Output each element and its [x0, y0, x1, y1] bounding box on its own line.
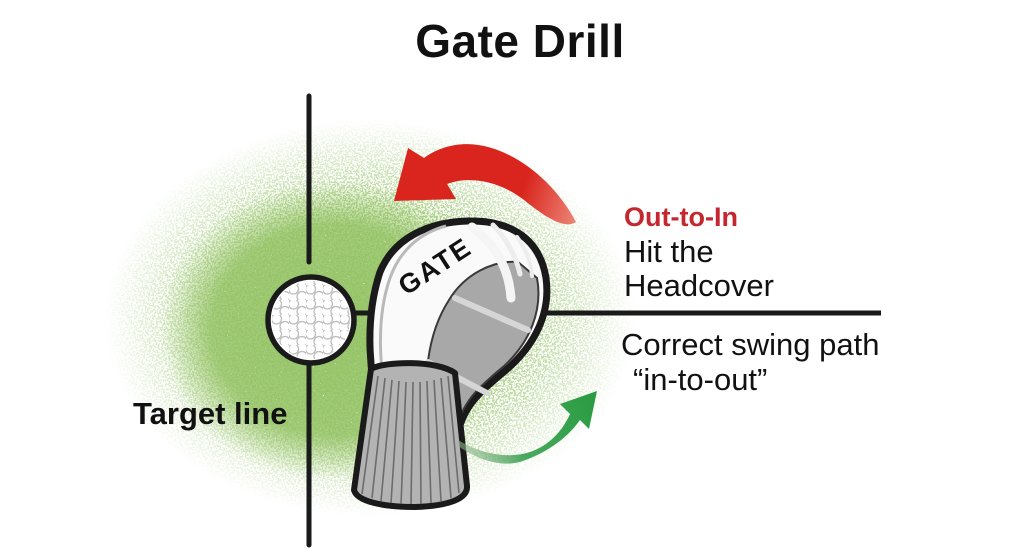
headcover: GATE [351, 217, 551, 510]
golf-ball [265, 274, 357, 366]
correct-swing-path-label: Correct swing path [621, 327, 880, 362]
hit-headcover-label: Hit the Headcover [624, 234, 774, 303]
in-to-out-label: “in-to-out” [633, 362, 768, 397]
in-to-out-arrow [458, 391, 597, 464]
out-to-in-arrow [394, 144, 576, 225]
target-line-label: Target line [133, 396, 288, 431]
out-to-in-label: Out-to-In [624, 202, 738, 232]
page-title: Gate Drill [415, 15, 625, 67]
